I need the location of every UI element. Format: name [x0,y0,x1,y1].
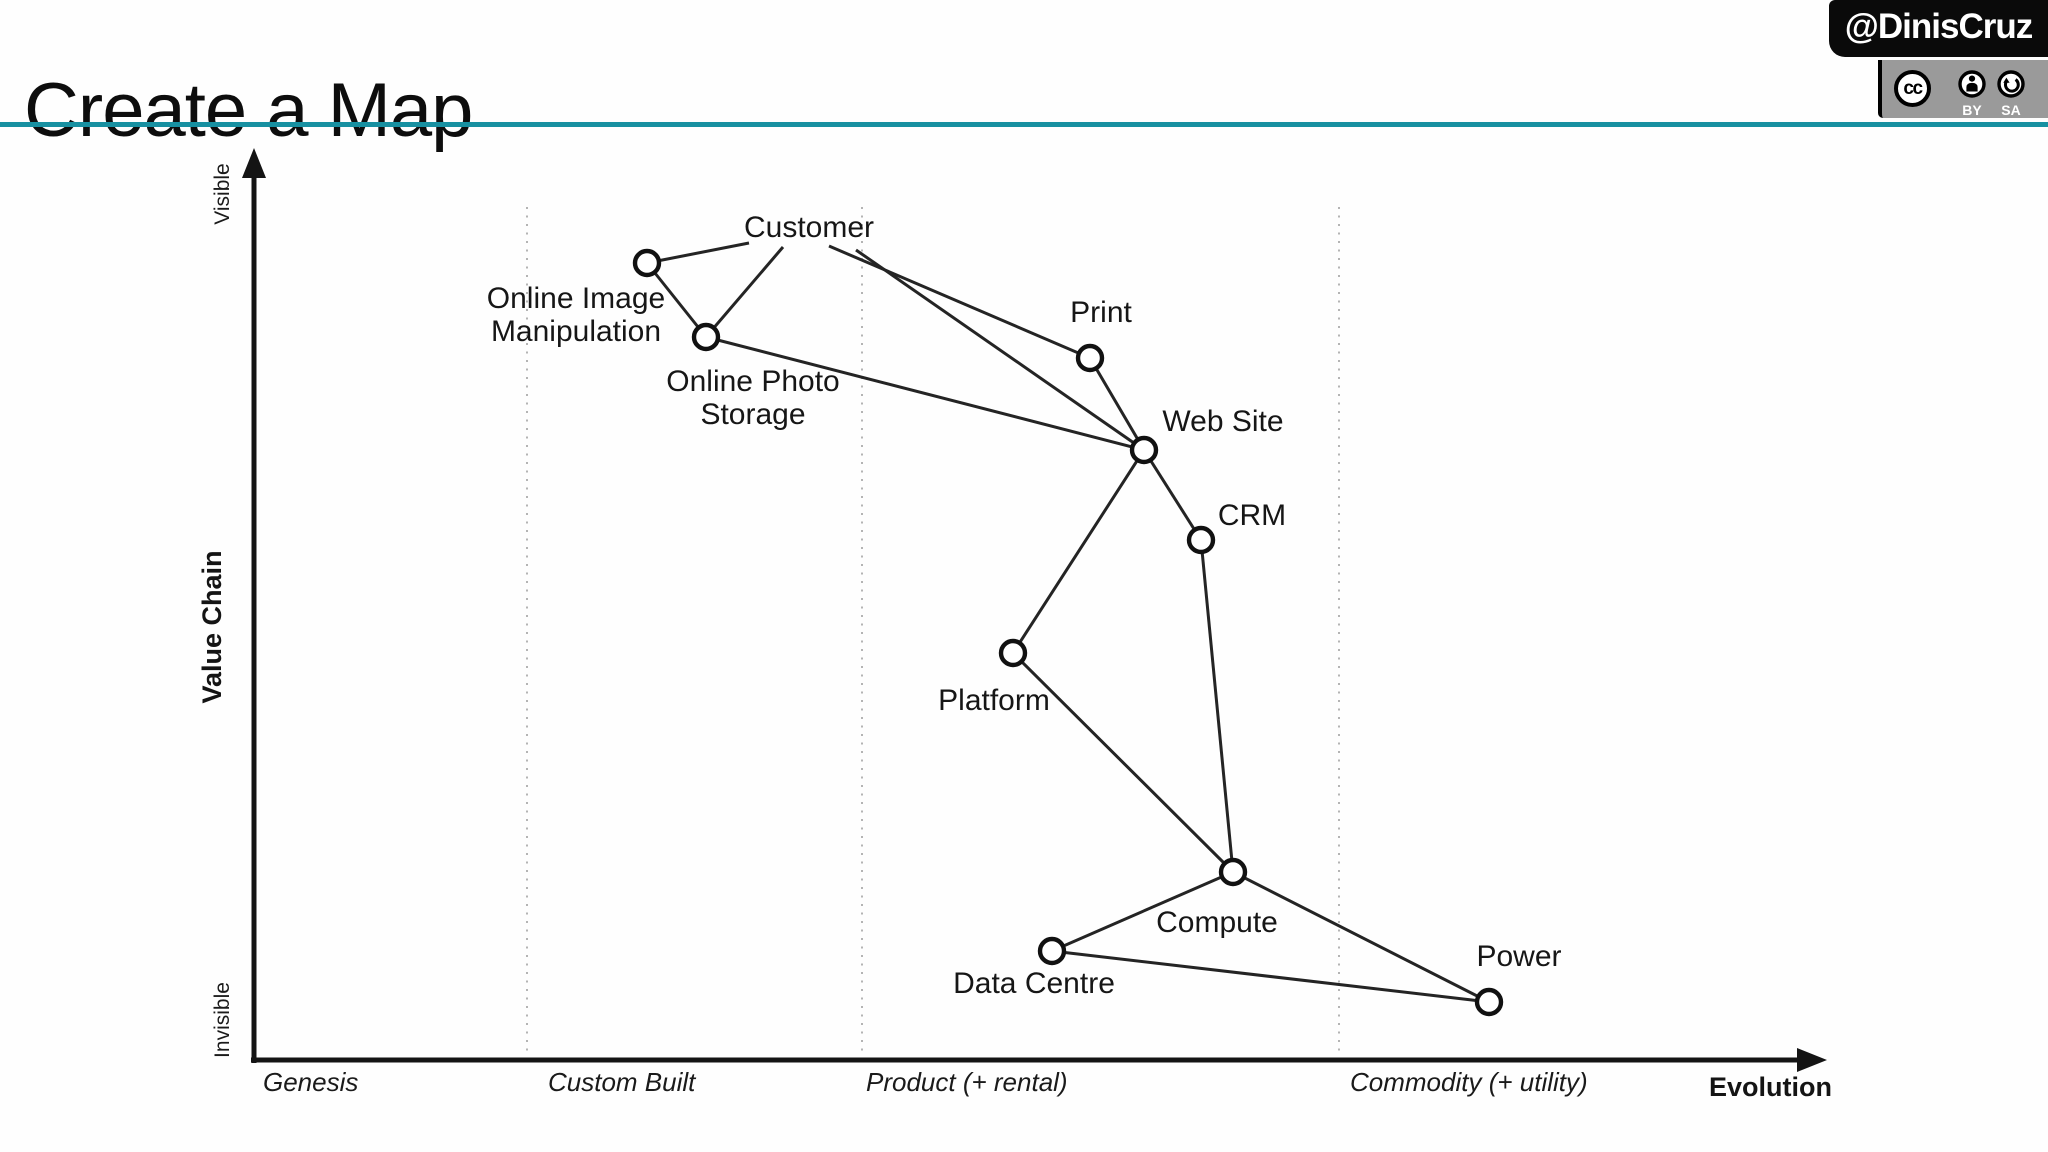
cc-sa-label: SA [2001,102,2021,118]
edge-customer--online-image-manipulation [646,241,750,265]
y-axis-bottom-label: Invisible [211,982,234,1058]
label-power: Power [1476,940,1561,973]
label-compute: Compute [1156,906,1278,939]
cc-icon: cc [1894,70,1931,107]
node-web-site [1129,435,1159,465]
cc-by-person-icon [1958,70,1986,98]
node-crm [1186,525,1216,555]
stage-label-4: Commodity (+ utility) [1350,1067,1588,1097]
node-data-centre [1037,936,1067,966]
edge-compute--data-centre [1051,870,1234,953]
attribution-handle: @DinisCruz [1844,6,2033,46]
cc-icon-label: cc [1903,77,1923,99]
title-divider [0,122,2048,127]
edge-compute--power [1232,870,1490,1004]
label-data-centre: Data Centre [953,967,1115,1000]
node-compute [1218,857,1248,887]
edge-print--web-site [1088,357,1146,451]
cc-by-label: BY [1962,102,1982,118]
edge-web-site--platform [1011,449,1146,654]
edge-customer--online-photo-storage [704,246,785,338]
label-print: Print [1070,296,1132,329]
stage-label-2: Custom Built [548,1067,697,1097]
x-axis-title: Evolution [1709,1072,1832,1102]
edge-online-photo-storage--web-site [705,335,1145,452]
edge-online-image-manipulation--online-photo-storage [645,262,708,338]
node-online-image-manipulation [632,248,662,278]
edge-customer--web-site [855,248,1145,452]
y-axis-top-label: Visible [211,163,234,224]
node-platform [998,638,1028,668]
edge-platform--compute [1011,651,1235,874]
page-title: Create a Map [24,67,473,153]
edge-data-centre--power [1051,949,1490,1004]
edge-web-site--crm [1142,449,1203,541]
stage-label-3: Product (+ rental) [866,1067,1068,1097]
attribution-badge: @DinisCruz [1829,0,2048,57]
y-axis-arrowhead [242,148,266,178]
cc-sa-arrow-icon [1997,70,2025,98]
label-web-site: Web Site [1162,405,1283,438]
x-axis-arrowhead [1797,1048,1827,1072]
cc-license-bar: cc BY SA [1878,60,2048,118]
label-customer: Customer [744,211,874,244]
label-platform: Platform [938,684,1050,717]
node-power [1474,987,1504,1017]
stage-label-1: Genesis [263,1067,358,1097]
label-crm: CRM [1218,499,1286,532]
edge-customer--print [828,244,1091,360]
edge-crm--compute [1199,539,1235,873]
y-axis-title: Value Chain [197,550,227,703]
node-online-photo-storage [691,322,721,352]
node-print [1075,343,1105,373]
